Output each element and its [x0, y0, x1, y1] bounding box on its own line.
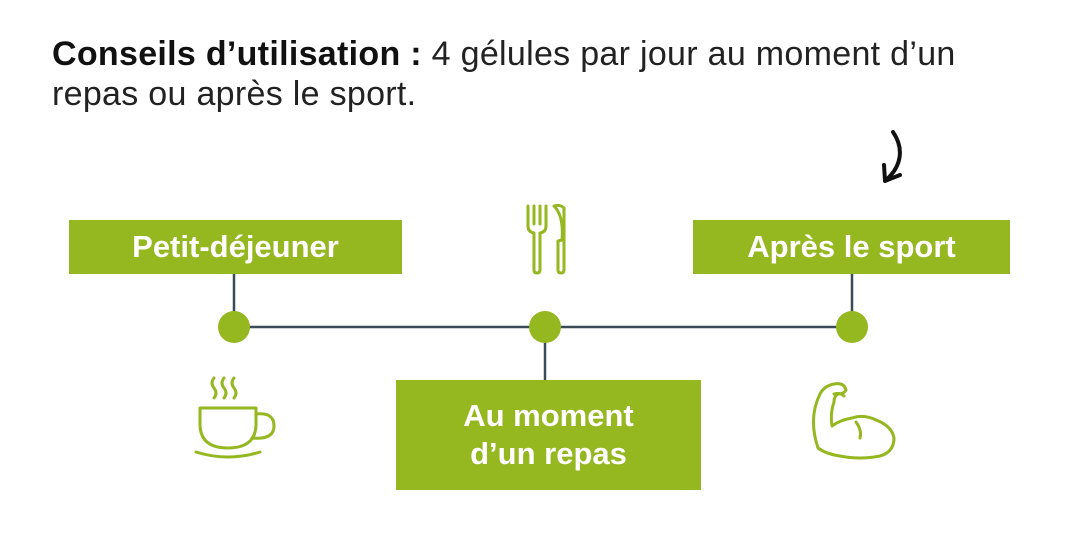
- instructions-title: Conseils d’utilisation :: [52, 35, 422, 73]
- step-label: Après le sport: [747, 229, 956, 264]
- flexed-arm-icon: [812, 382, 896, 460]
- step-apres-sport: Après le sport: [693, 220, 1010, 274]
- usage-instructions: Conseils d’utilisation : 4 gélules par j…: [52, 34, 1042, 114]
- step-au-moment-repas: Au moment d’un repas: [396, 380, 701, 490]
- instructions-text: 4 gélules par jour au moment d’un repas …: [52, 35, 956, 113]
- fork-knife-icon: [526, 203, 566, 275]
- step-petit-dejeuner: Petit-déjeuner: [69, 220, 402, 274]
- step-label: Au moment d’un repas: [463, 398, 634, 471]
- coffee-cup-icon: [194, 376, 276, 459]
- hand-drawn-arrow-icon: [882, 130, 902, 183]
- timeline-dot-2: [529, 311, 561, 343]
- step-label: Petit-déjeuner: [132, 229, 339, 264]
- timeline-dot-3: [836, 311, 868, 343]
- timeline-dot-1: [218, 311, 250, 343]
